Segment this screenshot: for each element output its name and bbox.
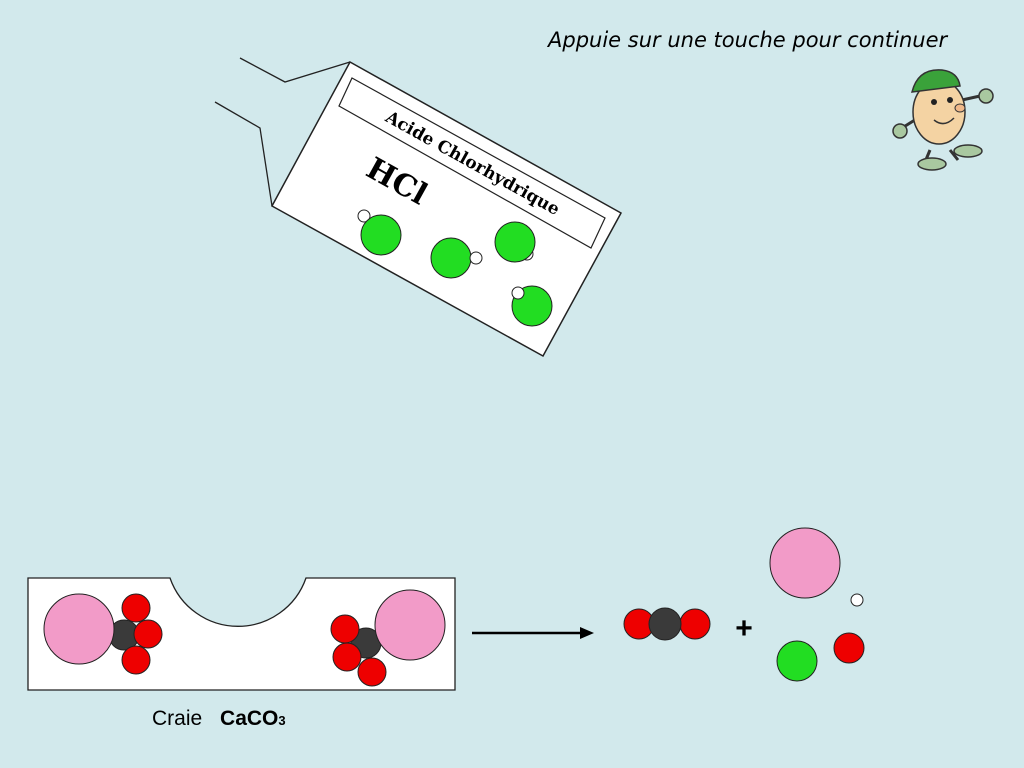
hcl-bottle: Acide Chlorhydrique HCl — [214, 57, 623, 358]
mascot-icon — [892, 69, 994, 171]
caco3-molecule — [330, 589, 446, 687]
hydrogen-atom — [850, 593, 864, 607]
chalk-block — [27, 577, 456, 691]
reaction-arrow-icon — [472, 627, 594, 639]
continue-instruction: Appuie sur une touche pour continuer — [548, 28, 948, 52]
calcium-atom — [769, 527, 841, 599]
hcl-molecule — [430, 237, 483, 279]
hcl-molecule — [494, 221, 536, 263]
chalk-caption: Craie CaCO3 — [152, 707, 286, 731]
hcl-molecule — [511, 285, 553, 327]
chalk-formula-subscript: 3 — [278, 713, 286, 728]
chalk-formula-main: CaCO — [220, 707, 279, 730]
hcl-molecule — [357, 209, 402, 256]
caco3-molecule — [43, 593, 163, 675]
plus-sign: + — [735, 612, 753, 645]
oxygen-atom — [833, 632, 865, 664]
chalk-formula: CaCO3 — [220, 707, 286, 730]
chlorine-atom — [776, 640, 818, 682]
co2-molecule — [623, 607, 711, 641]
chalk-name: Craie — [152, 707, 203, 730]
